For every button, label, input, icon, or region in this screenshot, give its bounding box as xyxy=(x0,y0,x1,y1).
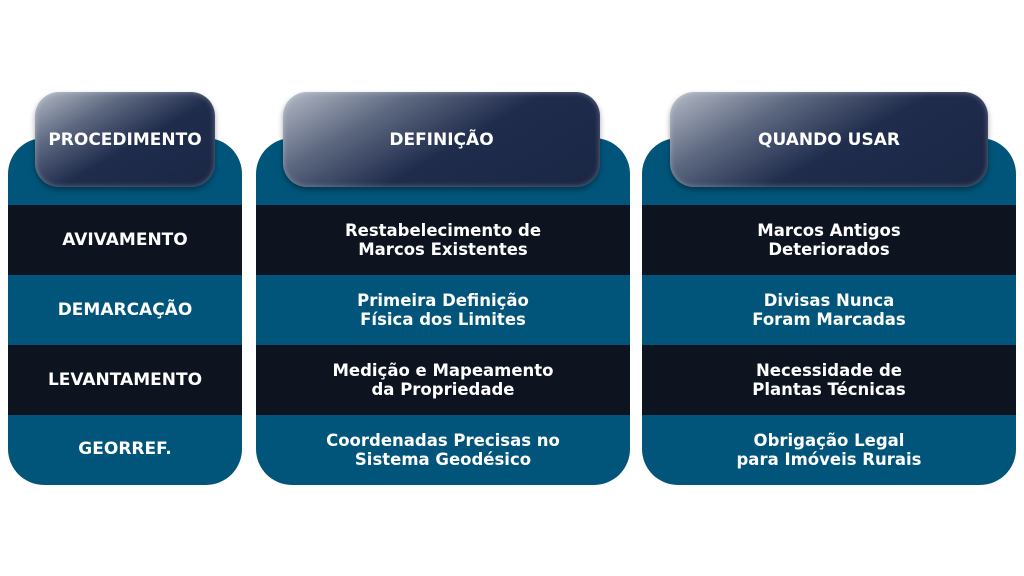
cell-procedimento: GEORREF. xyxy=(78,439,172,459)
cell-quando-usar: Necessidade de Plantas Técnicas xyxy=(642,345,1016,415)
cell-quando-usar: Divisas Nunca Foram Marcadas xyxy=(752,291,906,329)
definicao-column: Restabelecimento de Marcos Existentes Pr… xyxy=(256,138,630,485)
cell-procedimento: DEMARCAÇÃO xyxy=(57,299,193,320)
cell-definicao: Primeira Definição Física dos Limites xyxy=(357,291,529,329)
quando-usar-column: Marcos Antigos Deteriorados Divisas Nunc… xyxy=(642,138,1016,485)
cell-definicao: Restabelecimento de Marcos Existentes xyxy=(256,205,630,275)
header-definicao: DEFINIÇÃO xyxy=(283,92,600,187)
cell-quando-usar: Marcos Antigos Deteriorados xyxy=(642,205,1016,275)
header-procedimento: PROCEDIMENTO xyxy=(35,92,215,187)
cell-quando-usar: Obrigação Legal para Imóveis Rurais xyxy=(736,430,922,469)
cell-definicao: Coordenadas Precisas no Sistema Geodésic… xyxy=(326,430,560,469)
cell-definicao: Medição e Mapeamento da Propriedade xyxy=(256,345,630,415)
cell-procedimento: AVIVAMENTO xyxy=(8,205,242,275)
procedimento-column: AVIVAMENTO DEMARCAÇÃO LEVANTAMENTO GEORR… xyxy=(8,138,242,485)
header-quando-usar: QUANDO USAR xyxy=(670,92,988,187)
cell-procedimento: LEVANTAMENTO xyxy=(8,345,242,415)
